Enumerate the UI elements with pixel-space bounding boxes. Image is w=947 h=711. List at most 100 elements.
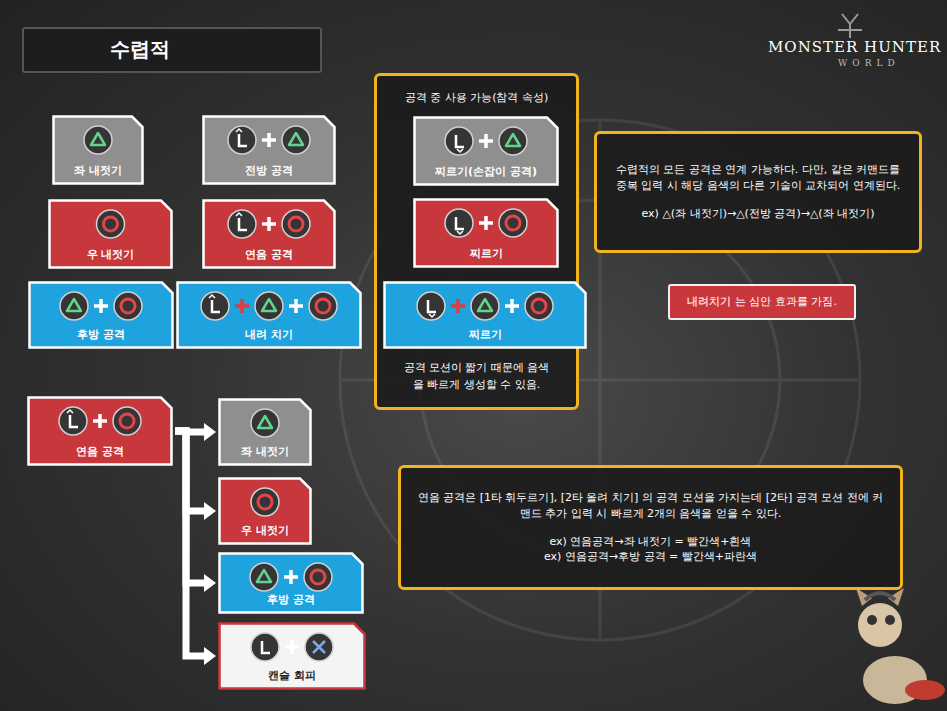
button-circle <box>305 633 333 661</box>
panel-note: 공격 모션이 짧기 때문에 음색 을 빠르게 생성할 수 있음. <box>397 360 556 393</box>
highlight-box: 내려치기 는 심안 효과를 가짐. <box>668 284 856 320</box>
branch-connector <box>175 431 216 520</box>
note-text: 연음 공격은 [1타 휘두르기], [2타 올려 치기] 의 공격 모션을 가지… <box>415 490 886 522</box>
button-icons <box>228 210 310 238</box>
command-label: 내려 치기 <box>176 327 362 342</box>
note-text: ex) △(좌 내젓기)→△(전방 공격)→△(좌 내젓기) <box>642 206 875 222</box>
button-icons <box>228 126 310 154</box>
l-button <box>428 300 436 312</box>
command-label: 좌 내젓기 <box>52 163 144 178</box>
command-card: 찌르기 <box>383 281 587 349</box>
button-icons <box>201 292 337 320</box>
button-circle <box>525 292 553 320</box>
l-button <box>70 415 78 427</box>
diagram-title: 수렵적 <box>110 36 170 63</box>
command-label: 후방 공격 <box>28 327 174 342</box>
button-circle <box>417 292 445 320</box>
button-circle <box>60 292 88 320</box>
circle-button <box>316 299 330 313</box>
button-icons <box>251 409 279 437</box>
l-button <box>239 218 247 230</box>
hold-mark <box>209 295 215 298</box>
button-circle <box>251 409 279 437</box>
button-circle <box>250 563 278 591</box>
button-circle <box>114 292 142 320</box>
button-circle <box>251 633 279 661</box>
triangle-button <box>262 299 276 311</box>
triangle-button <box>91 133 105 145</box>
button-circle <box>282 210 310 238</box>
command-card: 캔슬 회피 <box>218 622 366 690</box>
button-circle <box>113 407 141 435</box>
cross-button <box>313 641 325 653</box>
command-card: 우 내젓기 <box>218 477 312 545</box>
circle-button <box>258 495 272 509</box>
hold-mark <box>236 129 242 132</box>
note-panel: 공격 중 사용 가능(참격 속성)공격 모션이 짧기 때문에 음색 을 빠르게 … <box>374 73 579 410</box>
plus-sign <box>479 216 493 230</box>
command-label: 연음 공격 <box>202 247 336 262</box>
connector-line <box>175 431 207 583</box>
button-circle <box>304 563 332 591</box>
plus-sign <box>93 414 107 428</box>
button-icons <box>250 563 332 591</box>
circle-button <box>532 299 546 313</box>
l-button <box>212 300 220 312</box>
plus-sign <box>262 133 276 147</box>
press-mark <box>429 314 435 317</box>
circle-button <box>289 217 303 231</box>
branch-connector <box>175 431 216 665</box>
note-text: 수렵적의 모든 공격은 연계 가능하다. 다만, 같은 커맨드를 중복 입력 시… <box>611 162 905 194</box>
button-circle <box>471 292 499 320</box>
emphasis-text: 내려치기 <box>687 295 731 308</box>
logo-text: WORLD <box>838 58 900 68</box>
note-panel: 연음 공격은 [1타 휘두르기], [2타 올려 치기] 의 공격 모션을 가지… <box>398 465 903 590</box>
connector-line <box>175 431 207 511</box>
command-label: 찌르기 <box>383 327 587 342</box>
triangle-button <box>478 299 492 311</box>
plus-sign <box>289 299 303 313</box>
circle-button <box>121 299 135 313</box>
l-button <box>239 134 247 146</box>
l-button <box>262 641 270 653</box>
plus-sign <box>505 299 519 313</box>
note-text: ex) 연음공격→후방 공격 = 빨간색+파란색 <box>544 549 757 565</box>
command-card: 좌 내젓기 <box>218 398 312 466</box>
circle-button <box>506 216 520 230</box>
command-card: 연음 공격 <box>27 396 173 466</box>
press-mark <box>457 231 463 234</box>
command-label: 연음 공격 <box>27 444 173 459</box>
command-label: 우 내젓기 <box>48 247 173 262</box>
plus-sign <box>479 134 493 148</box>
circle-button <box>104 217 118 231</box>
arrowhead <box>204 423 216 441</box>
note-line: 내려치기 는 심안 효과를 가짐. <box>687 294 837 310</box>
arrowhead <box>204 574 216 592</box>
command-card: 연음 공격 <box>202 199 336 269</box>
command-label: 캔슬 회피 <box>218 668 366 683</box>
command-label: 찌르기(손잡이 공격) <box>413 164 559 179</box>
button-icons <box>417 292 553 320</box>
button-circle <box>84 126 112 154</box>
command-card: 찌르기(손잡이 공격) <box>413 116 559 186</box>
circle-button <box>311 570 325 584</box>
press-mark <box>457 149 463 152</box>
button-circle <box>251 488 279 516</box>
button-circle <box>97 210 125 238</box>
button-circle <box>445 209 473 237</box>
triangle-button <box>67 299 81 311</box>
plus-sign <box>94 299 108 313</box>
command-label: 우 내젓기 <box>218 523 312 538</box>
command-card: 내려 치기 <box>176 281 362 349</box>
triangle-button <box>289 133 303 145</box>
command-card: 전방 공격 <box>202 115 336 185</box>
button-circle <box>309 292 337 320</box>
plus-sign <box>284 570 298 584</box>
note-text: 는 심안 효과를 가짐. <box>735 295 837 308</box>
button-circle <box>499 127 527 155</box>
command-card: 좌 내젓기 <box>52 115 144 185</box>
l-button <box>456 135 464 147</box>
command-label: 좌 내젓기 <box>218 444 312 459</box>
logo-text: MONSTER HUNTER <box>768 38 941 56</box>
